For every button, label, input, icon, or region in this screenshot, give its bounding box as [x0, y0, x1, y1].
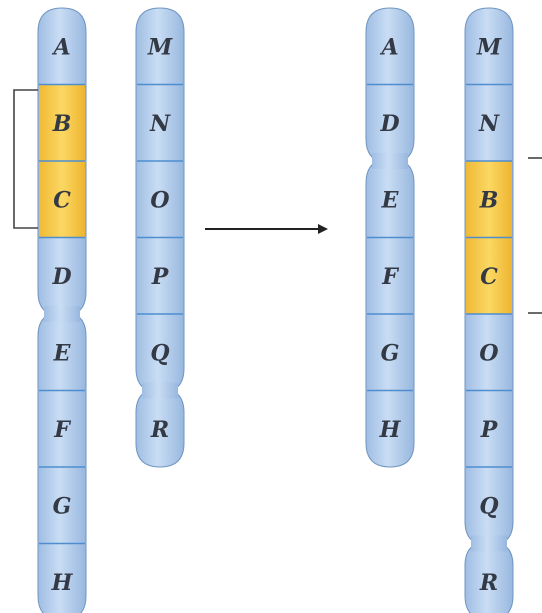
centromere [142, 382, 178, 399]
gene-label-m: M [147, 34, 173, 60]
highlighted-band-b [466, 161, 512, 238]
highlighted-band-c [39, 161, 85, 238]
centromere [471, 535, 507, 552]
gene-label-p: P [151, 264, 170, 290]
centromere [372, 153, 408, 169]
gene-label-a: A [379, 34, 398, 60]
gene-label-e: E [53, 340, 72, 366]
gene-label-f: F [53, 417, 71, 443]
gene-label-m: M [476, 34, 502, 60]
gene-label-g: G [53, 493, 72, 519]
gene-label-o: O [479, 340, 498, 366]
gene-label-e: E [381, 187, 400, 213]
centromere [44, 306, 80, 322]
gene-label-b: B [479, 187, 499, 213]
gene-label-a: A [51, 34, 70, 60]
chromosome-before-chromosome-1: A B C D E F G H [37, 7, 87, 613]
gene-label-o: O [150, 187, 169, 213]
gene-label-n: N [478, 111, 500, 137]
gene-label-r: R [150, 417, 169, 443]
gene-label-q: Q [150, 340, 169, 366]
gene-label-p: P [480, 417, 499, 443]
gene-label-h: H [379, 417, 402, 443]
segment-bracket-left [13, 89, 38, 229]
highlighted-band-b [39, 84, 85, 161]
chromosome-before-chromosome-2: M N O P Q R [135, 7, 185, 468]
gene-label-c: C [53, 187, 71, 213]
gene-label-c: C [480, 264, 498, 290]
gene-label-q: Q [479, 493, 498, 519]
gene-label-h: H [51, 570, 74, 596]
bracket-group [13, 89, 542, 314]
gene-label-r: R [479, 570, 498, 596]
gene-label-d: D [379, 111, 399, 137]
gene-label-f: F [381, 264, 399, 290]
gene-label-g: G [381, 340, 400, 366]
chromosome-after-chromosome-1: A D E F G H [365, 7, 415, 468]
highlighted-band-c [466, 237, 512, 314]
gene-label-n: N [149, 111, 171, 137]
gene-label-b: B [52, 111, 72, 137]
chromosome-after-chromosome-2: M N B C O P Q R [464, 7, 514, 613]
gene-label-d: D [51, 264, 71, 290]
chromosome-arm [365, 7, 415, 164]
